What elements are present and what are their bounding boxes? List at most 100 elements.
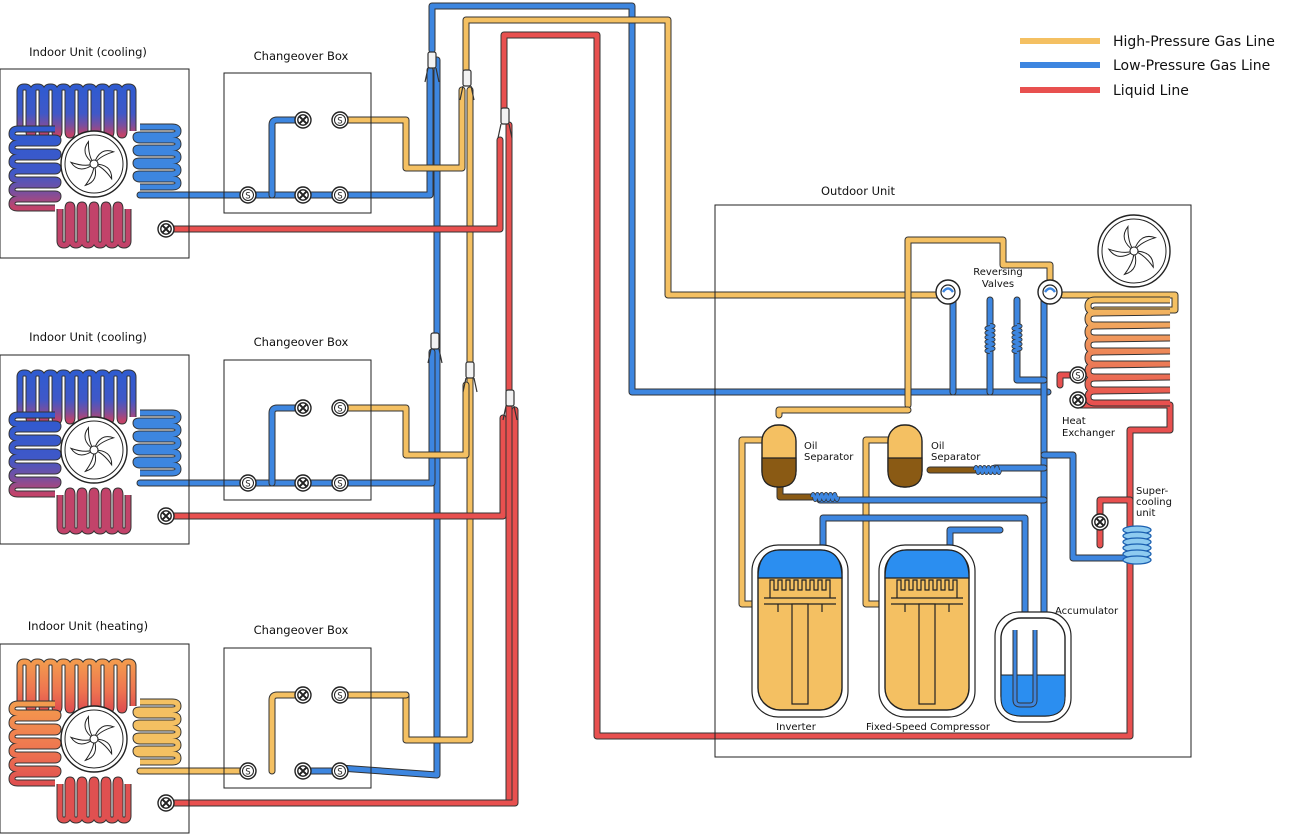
od-supercool-return <box>1041 452 1133 561</box>
cb1-liquid-line-outline <box>162 136 504 233</box>
cb3-bottom-solenoid-icon: S <box>331 762 349 780</box>
cb1-inlet-solenoid-icon: S <box>239 186 257 204</box>
cb2-bottom-solenoid-icon: S <box>331 474 349 492</box>
indoor-coil-3-top <box>17 659 136 713</box>
od-solenoid-icon: S <box>1069 366 1087 384</box>
cb1-top-solenoid-icon-letter: S <box>337 116 342 126</box>
distributor-lp-1-icon <box>424 51 440 83</box>
cb2-lp-branch-outline <box>268 404 307 487</box>
cb1-top-solenoid-icon: S <box>331 111 349 129</box>
od-supercool-return-outline <box>1040 451 1134 562</box>
cb3-bottom-valve-icon <box>294 762 312 780</box>
cb3-hp-branch-outline <box>268 691 307 775</box>
cb2-inlet-solenoid-icon: S <box>239 474 257 492</box>
distributor-lp-2-icon <box>427 332 443 364</box>
reversing-valve-1-capillary <box>985 323 995 354</box>
oil-separator-2-icon <box>887 424 923 488</box>
od-discharge-header <box>905 237 1053 408</box>
cb2-liquid-line <box>163 415 506 519</box>
oil-separator-2-label-1: Oil <box>931 441 944 452</box>
heat-exchanger-label-2: Exchanger <box>1062 428 1116 439</box>
oil-separator-1-icon <box>761 424 797 488</box>
cb2-lp-branch <box>269 405 306 486</box>
cb1-suction-line-outline <box>136 66 434 199</box>
cb1-hp-line-outline <box>336 86 466 172</box>
cb1-hp-line <box>337 87 465 171</box>
distributor-lq-2-icon <box>502 389 518 421</box>
cb1-lp-branch <box>269 117 306 198</box>
cb2-bottom-solenoid-icon-letter: S <box>337 479 342 489</box>
cb2-liquid-line-outline <box>162 414 507 520</box>
cb1-top-valve-icon <box>294 111 312 129</box>
indoor-coil-1-left <box>9 126 61 211</box>
fixed-compressor-label: Fixed-Speed Compressor <box>866 722 991 733</box>
indoor-coil-3-fan-icon <box>60 705 128 773</box>
reversing-valve-1-icon <box>935 279 961 305</box>
cb2-suction-line <box>137 349 435 486</box>
indoor-coil-1-bottom <box>57 202 131 248</box>
supercooling-unit-icon <box>1122 525 1152 565</box>
changeover-boxes <box>223 72 372 789</box>
indoor-coil-3-left <box>9 701 61 786</box>
high-pressure-trunk <box>463 17 943 298</box>
cb3-liquid-line <box>163 407 518 806</box>
indoor-3-expansion-valve-icon <box>157 794 175 812</box>
cb2-top-solenoid-icon: S <box>331 399 349 417</box>
changeover-box-1 <box>223 72 372 214</box>
cb1-lp-branch-outline <box>268 116 307 199</box>
od-sep1-to-header <box>776 407 911 418</box>
cb3-top-valve-icon <box>294 686 312 704</box>
supercooling-label-3: unit <box>1136 508 1155 519</box>
cb1-bottom-solenoid-icon: S <box>331 186 349 204</box>
low-pressure-trunk <box>429 3 1051 395</box>
cb3-top-solenoid-icon: S <box>331 686 349 704</box>
indoor-unit-3-label: Indoor Unit (heating) <box>28 619 148 633</box>
cb2-hp-line <box>337 382 469 458</box>
indoor-unit-boxes <box>0 68 190 834</box>
cb1-bottom-valve-icon <box>294 186 312 204</box>
reversing-valves-label-1: Reversing <box>973 267 1023 278</box>
indoor-coil-1-right <box>133 124 181 190</box>
oil-return-2-capillary <box>973 465 1002 475</box>
indoor-coil-1-fan-icon <box>60 130 128 198</box>
cb1-inlet-solenoid-icon-letter: S <box>245 191 250 201</box>
indoor-unit-2-label: Indoor Unit (cooling) <box>29 330 147 344</box>
indoor-coil-2-top <box>17 370 136 424</box>
changeover-box-3-label: Changeover Box <box>254 623 349 637</box>
distributor-hp-2-icon <box>462 361 478 393</box>
oil-return-1 <box>777 484 815 500</box>
cb3-bottom-solenoid-icon-letter: S <box>337 767 342 777</box>
cb3-inlet-solenoid-icon: S <box>239 762 257 780</box>
high-pressure-riser <box>403 87 473 743</box>
indoor-unit-2-box <box>0 354 190 545</box>
indoor-coil-3-bottom <box>57 777 131 823</box>
distributor-lq-1-icon <box>497 107 513 139</box>
cb3-hp-branch <box>269 692 306 774</box>
high-pressure-trunk-outline <box>462 16 944 299</box>
changeover-box-3 <box>223 647 372 789</box>
heat-exchanger-label-1: Heat <box>1062 416 1086 427</box>
low-pressure-riser <box>337 57 440 778</box>
oil-return-1-capillary <box>810 492 840 502</box>
indoor-coil-2-left <box>9 412 61 497</box>
indoor-coil-1-top <box>17 84 136 138</box>
indoor-unit-1-label: Indoor Unit (cooling) <box>29 45 147 59</box>
changeover-box-2-label: Changeover Box <box>254 335 349 349</box>
fixed-speed-compressor-icon <box>878 544 976 718</box>
indoor-unit-1-box <box>0 68 190 259</box>
od-solenoid-icon-letter: S <box>1075 371 1080 381</box>
outdoor-unit-label: Outdoor Unit <box>821 184 896 198</box>
indoor-2-expansion-valve-icon <box>157 507 175 525</box>
cb2-top-valve-icon <box>294 399 312 417</box>
outdoor-unit-box <box>714 204 1192 758</box>
indoor-coil-2-fan-icon <box>60 416 128 484</box>
heat-exchanger-coil <box>1085 297 1171 406</box>
indoor-coil-2-bottom <box>57 488 131 534</box>
cb2-top-solenoid-icon-letter: S <box>337 404 342 414</box>
indoor-coil-2-right <box>133 410 181 476</box>
reversing-valve-2-capillary <box>1012 323 1022 354</box>
accumulator-icon <box>994 611 1072 723</box>
cb3-liquid-line-outline <box>162 406 519 807</box>
legend-low-pressure-label: Low-Pressure Gas Line <box>1113 58 1270 74</box>
